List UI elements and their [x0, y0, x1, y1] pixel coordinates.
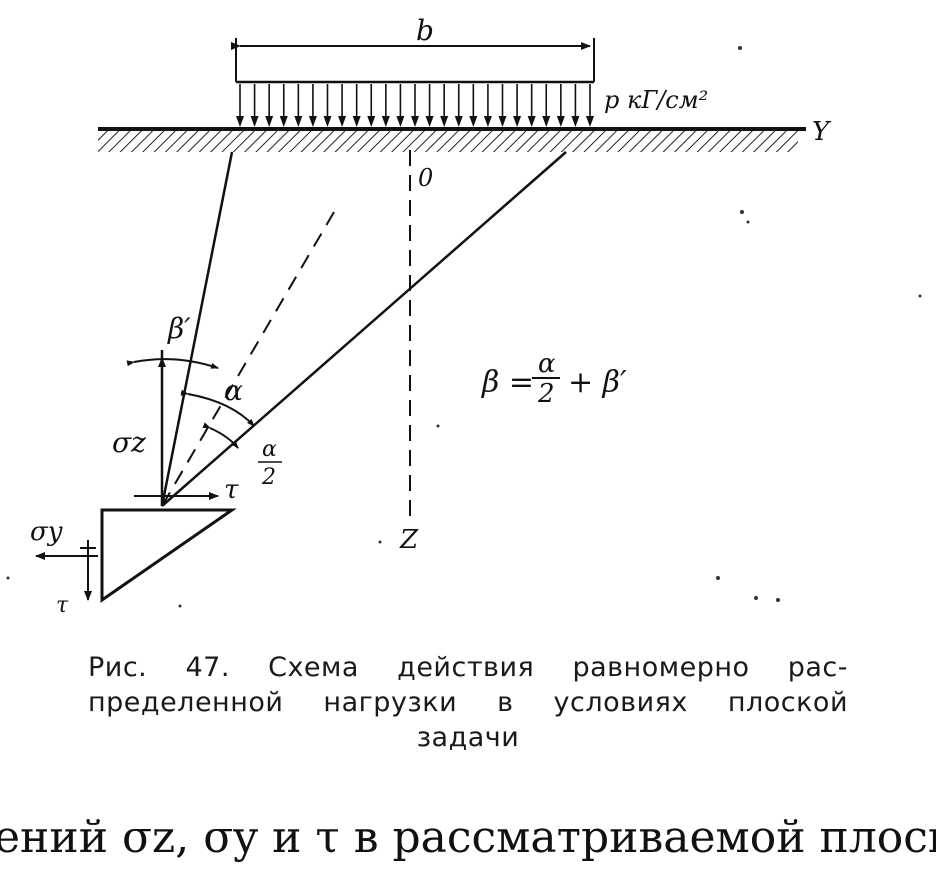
tau-label: τ	[224, 475, 239, 505]
load-arrow-head	[454, 116, 463, 127]
width-dimension	[231, 38, 595, 82]
load-arrow-head	[425, 116, 434, 127]
bisector-ray	[161, 211, 335, 507]
load-arrow-head	[498, 116, 507, 127]
load-arrow-head	[352, 116, 361, 127]
formula-rhs: + β′	[568, 365, 627, 400]
scan-specks	[6, 46, 922, 608]
load-arrow-head	[571, 116, 580, 127]
beta-prime-arc	[126, 358, 219, 369]
load-arrow-head	[338, 116, 347, 127]
sigma-z-label: σz	[112, 426, 146, 459]
load-arrow-head	[236, 116, 244, 127]
load-arrow-head	[396, 116, 405, 127]
load-arrow-head	[294, 116, 303, 127]
sigma-y-label: σy	[30, 517, 63, 547]
load-arrow-head	[411, 116, 419, 127]
z-axis-label: Z	[399, 525, 419, 555]
tau-side-label: τ	[56, 593, 69, 618]
stress-element	[100, 508, 237, 603]
load-arrow-head	[483, 116, 492, 127]
load-arrow-head	[323, 116, 332, 127]
alpha-arc	[180, 389, 255, 427]
load-arrow-head	[250, 116, 259, 127]
caption-line-1: Рис. 47. Схема действия равномерно рас-	[88, 652, 848, 683]
caption-line-2: пределенной нагрузки в условиях плоской	[88, 687, 848, 718]
half-alpha-num: α	[262, 437, 277, 462]
y-axis-label: Y	[812, 117, 832, 147]
load-arrow-head	[308, 116, 317, 127]
half-alpha-arc	[202, 422, 239, 449]
load-arrow-head	[513, 116, 522, 127]
load-arrow-head	[586, 116, 594, 127]
load-arrow-head	[265, 116, 274, 127]
formula-den: 2	[537, 379, 555, 409]
load-label: p кГ/см²	[604, 86, 708, 114]
alpha-label: α	[224, 374, 243, 407]
width-label: b	[416, 14, 434, 47]
origin-label: 0	[418, 164, 433, 192]
formula-num: α	[538, 349, 556, 379]
load-arrow-head	[556, 116, 565, 127]
load-arrow-head	[469, 116, 478, 127]
distributed-load	[236, 80, 594, 127]
load-arrows	[236, 84, 594, 127]
load-arrow-head	[542, 116, 551, 127]
load-arrow-head	[381, 116, 390, 127]
body-text-line: ений σz, σy и τ в рассматриваемой плоско…	[0, 812, 936, 863]
load-arrow-head	[527, 116, 536, 127]
left-ray	[160, 151, 234, 507]
half-alpha-den: 2	[261, 465, 276, 490]
figure-caption: Рис. 47. Схема действия равномерно рас- …	[0, 650, 936, 755]
load-arrow-head	[440, 116, 449, 127]
beta-prime-label: β′	[167, 312, 191, 345]
caption-line-3: задачи	[416, 722, 520, 753]
angle-formula: β = α 2 + β′	[481, 349, 627, 409]
formula-lhs: β =	[481, 365, 534, 400]
load-arrow-head	[367, 116, 376, 127]
ground-surface	[98, 127, 806, 152]
body-text-fragment: ений σz, σy и τ в рассматриваемой плоско…	[0, 812, 936, 888]
load-arrow-head	[279, 116, 288, 127]
